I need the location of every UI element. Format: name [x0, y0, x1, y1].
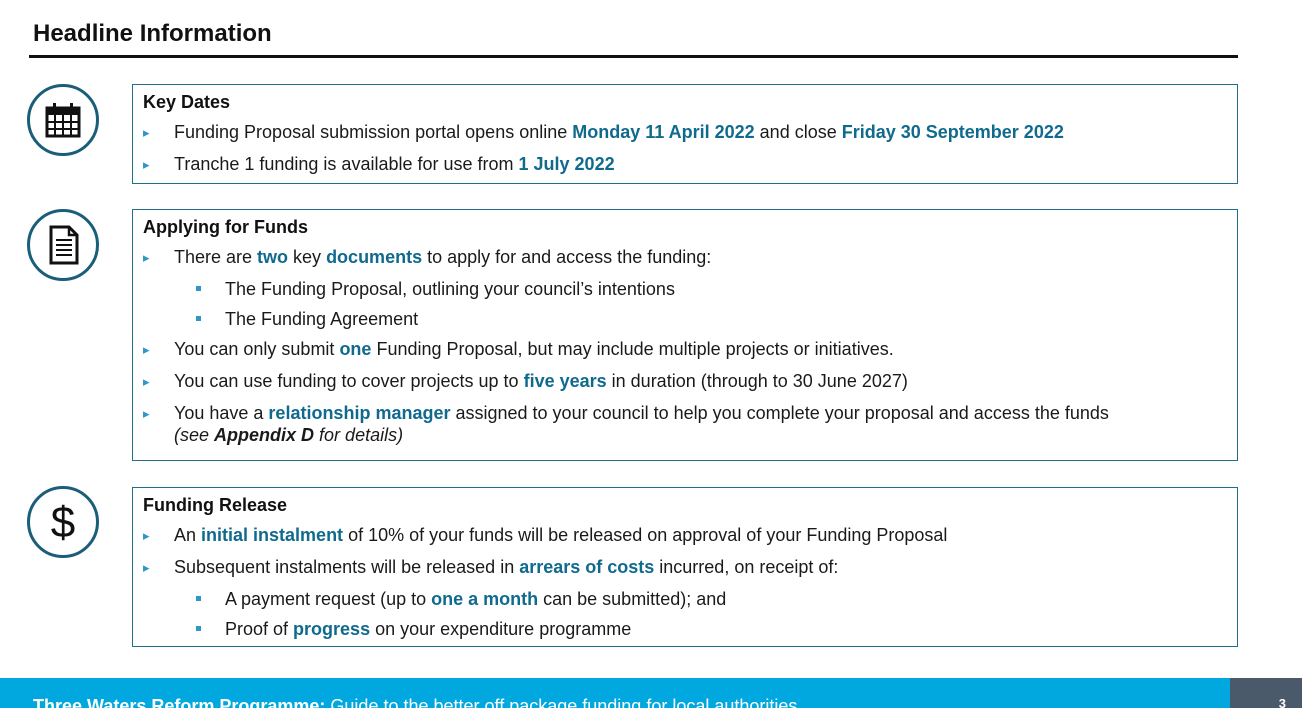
text: (see: [174, 425, 215, 445]
highlight: documents: [326, 247, 423, 267]
key-dates-box: Key Dates Funding Proposal submission po…: [132, 84, 1238, 184]
text: You can only submit: [174, 339, 340, 359]
sub-list-item: A payment request (up to one a month can…: [143, 588, 1227, 610]
text: Funding Proposal, but may include multip…: [371, 339, 894, 359]
text: An: [174, 525, 202, 545]
sub-list-item: The Funding Proposal, outlining your cou…: [143, 278, 1227, 300]
list-item: You can only submit one Funding Proposal…: [143, 338, 1227, 361]
text: You have a: [174, 403, 269, 423]
release-list: An initial instalment of 10% of your fun…: [143, 524, 1227, 640]
appendix-note: (see Appendix D for details): [174, 424, 1227, 446]
highlight: initial instalment: [201, 525, 344, 545]
text: A payment request (up to: [225, 589, 432, 609]
page-number-box: 3: [1230, 678, 1302, 708]
text: in duration (through to 30 June 2027): [606, 371, 908, 391]
text: key: [288, 247, 327, 267]
highlight: progress: [293, 619, 371, 639]
list-item: You have a relationship manager assigned…: [143, 402, 1227, 446]
text: Tranche 1 funding is available for use f…: [174, 154, 519, 174]
highlight: one a month: [431, 589, 539, 609]
highlight: relationship manager: [268, 403, 451, 423]
title-divider: [29, 55, 1238, 58]
list-item: Subsequent instalments will be released …: [143, 556, 1227, 579]
release-heading: Funding Release: [143, 495, 288, 515]
text: Proof of: [225, 619, 294, 639]
text: can be submitted); and: [538, 589, 727, 609]
list-item: Funding Proposal submission portal opens…: [143, 121, 1227, 144]
release-box: Funding Release An initial instalment of…: [132, 487, 1238, 647]
text: Funding Proposal submission portal opens…: [174, 122, 573, 142]
text: You can use funding to cover projects up…: [174, 371, 524, 391]
text: of 10% of your funds will be released on…: [343, 525, 948, 545]
text: and close: [754, 122, 842, 142]
text: Subsequent instalments will be released …: [174, 557, 520, 577]
calendar-icon: [27, 84, 99, 156]
svg-text:$: $: [51, 498, 75, 547]
text: incurred, on receipt of:: [654, 557, 839, 577]
key-dates-heading: Key Dates: [143, 92, 231, 112]
highlight: five years: [523, 371, 607, 391]
text: on your expenditure programme: [370, 619, 632, 639]
applying-box: Applying for Funds There are two key doc…: [132, 209, 1238, 461]
highlight: Friday 30 September 2022: [841, 122, 1064, 142]
dollar-icon: $: [27, 486, 99, 558]
list-item: There are two key documents to apply for…: [143, 246, 1227, 269]
text: There are: [174, 247, 258, 267]
highlight: one: [339, 339, 372, 359]
highlight: Monday 11 April 2022: [572, 122, 755, 142]
text: to apply for and access the funding:: [422, 247, 712, 267]
document-icon: [27, 209, 99, 281]
highlight: 1 July 2022: [518, 154, 615, 174]
text: assigned to your council to help you com…: [450, 403, 1109, 423]
highlight: two: [257, 247, 289, 267]
page-number: 3: [1278, 696, 1286, 708]
footer-programme-name: Three Waters Reform Programme:: [33, 696, 326, 708]
key-dates-list: Funding Proposal submission portal opens…: [143, 121, 1227, 176]
sub-list-item: The Funding Agreement: [143, 308, 1227, 330]
highlight: arrears of costs: [519, 557, 655, 577]
applying-heading: Applying for Funds: [143, 217, 308, 237]
appendix-link-text: Appendix D: [214, 425, 315, 445]
sub-list-item: Proof of progress on your expenditure pr…: [143, 618, 1227, 640]
list-item: An initial instalment of 10% of your fun…: [143, 524, 1227, 547]
footer-bar: Three Waters Reform Programme: Guide to …: [0, 678, 1230, 708]
footer-guide-title: Guide to the better off package funding …: [325, 696, 798, 708]
list-item: You can use funding to cover projects up…: [143, 370, 1227, 393]
footer-text: Three Waters Reform Programme: Guide to …: [33, 696, 797, 708]
applying-list: There are two key documents to apply for…: [143, 246, 1227, 446]
text: for details): [314, 425, 404, 445]
page-title: Headline Information: [33, 20, 272, 47]
list-item: Tranche 1 funding is available for use f…: [143, 153, 1227, 176]
